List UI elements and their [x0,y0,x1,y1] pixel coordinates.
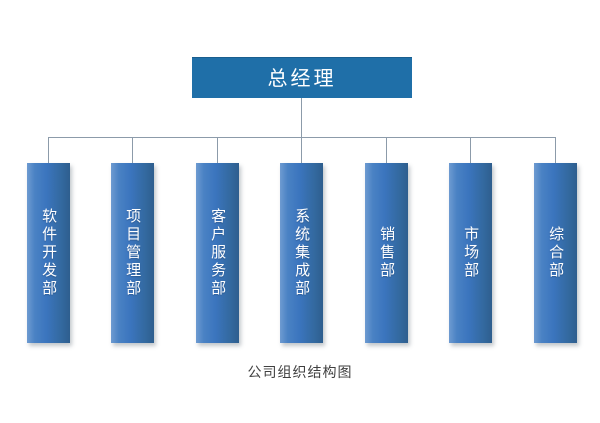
chart-caption: 公司组织结构图 [247,365,353,381]
org-node-department-1[interactable]: 软件开发部 [27,163,70,343]
org-node-department-4[interactable]: 系统集成部 [280,163,323,343]
connector-horizontal-bus [48,137,556,138]
org-node-label: 销售部 [378,226,397,280]
org-node-label: 项目管理部 [124,208,143,298]
org-node-general-manager[interactable]: 总经理 [192,57,412,98]
org-node-department-5[interactable]: 销售部 [365,163,408,343]
org-node-label: 系统集成部 [293,208,312,298]
connector-drop-1 [48,137,49,163]
connector-drop-7 [555,137,556,163]
org-node-label: 总经理 [267,66,337,90]
connector-drop-2 [132,137,133,163]
org-node-department-7[interactable]: 综合部 [534,163,577,343]
org-node-label: 综合部 [547,226,566,280]
connector-vertical-root [301,98,302,137]
connector-drop-6 [470,137,471,163]
org-node-department-3[interactable]: 客户服务部 [196,163,239,343]
org-node-department-6[interactable]: 市场部 [449,163,492,343]
connector-drop-5 [386,137,387,163]
org-node-label: 软件开发部 [40,208,59,298]
connector-drop-3 [217,137,218,163]
connector-drop-4 [301,137,302,163]
org-node-label: 市场部 [462,226,481,280]
org-node-label: 客户服务部 [209,208,228,298]
org-node-department-2[interactable]: 项目管理部 [111,163,154,343]
